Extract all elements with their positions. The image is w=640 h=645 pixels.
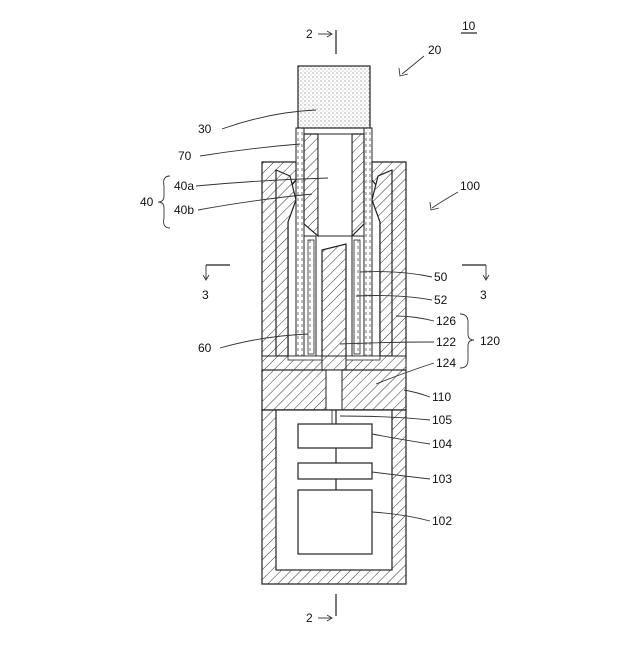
label-52: 52 [434, 293, 448, 307]
label-102: 102 [432, 514, 452, 528]
base-center-slot [326, 370, 342, 410]
label-120: 120 [480, 334, 500, 348]
wick-holder-left [304, 134, 318, 236]
label-50: 50 [434, 270, 448, 284]
section-mark-left: 3 [202, 265, 230, 302]
leader-110 [404, 390, 430, 397]
inner-tube-right [354, 240, 360, 354]
central-channel-40a [318, 134, 352, 236]
label-20: 20 [428, 43, 442, 57]
component-104 [298, 424, 372, 448]
component-103 [298, 463, 372, 479]
label-40a: 40a [174, 179, 194, 193]
svg-text:3: 3 [202, 288, 209, 302]
section-mark-top: 2 [306, 27, 336, 54]
label-103: 103 [432, 472, 452, 486]
heater-pin-122 [322, 244, 346, 372]
wick-holder-right [352, 134, 364, 236]
label-100: 100 [460, 179, 480, 193]
label-104: 104 [432, 437, 452, 451]
label-40: 40 [140, 195, 154, 209]
inner-tube-left [308, 240, 314, 354]
tube-wall-right [364, 128, 372, 360]
leader-70 [200, 144, 300, 156]
collar-liner-right [372, 170, 392, 356]
reservoir-30 [298, 66, 370, 128]
label-60: 60 [198, 341, 212, 355]
label-126: 126 [436, 314, 456, 328]
figure-ref-label: 10 [462, 19, 476, 33]
label-105: 105 [432, 413, 452, 427]
svg-text:3: 3 [480, 288, 487, 302]
leader-20 [402, 56, 424, 74]
label-30: 30 [198, 122, 212, 136]
section-mark-right: 3 [462, 265, 489, 302]
component-102 [298, 490, 372, 554]
label-40b: 40b [174, 203, 194, 217]
svg-text:2: 2 [306, 27, 313, 41]
label-122: 122 [436, 335, 456, 349]
label-124: 124 [436, 356, 456, 370]
svg-text:2: 2 [306, 611, 313, 625]
section-mark-bottom: 2 [306, 594, 336, 625]
label-110: 110 [432, 390, 451, 404]
brace-40 [158, 176, 170, 228]
leader-100 [432, 192, 458, 208]
brace-120 [460, 314, 474, 368]
tube-wall-left [296, 128, 304, 360]
label-70: 70 [178, 149, 192, 163]
